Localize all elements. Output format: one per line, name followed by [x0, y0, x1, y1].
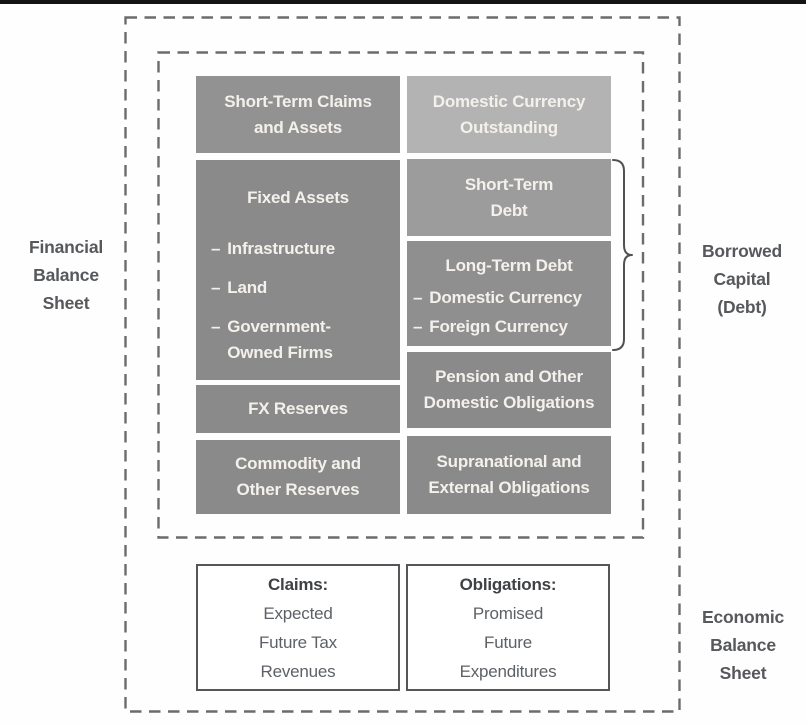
financial-balance-sheet-label: Financial Balance Sheet: [4, 233, 128, 317]
bullet-text: Government- Owned Firms: [227, 317, 333, 362]
label-line: Balance: [710, 635, 776, 655]
bullet-text: Infrastructure: [227, 239, 335, 258]
box-line: Domestic Currency: [432, 91, 586, 111]
bullet-text: Foreign Currency: [429, 317, 568, 336]
bullet-text: Land: [227, 278, 268, 297]
bullet-list: – Infrastructure – Land – Government- Ow…: [196, 223, 400, 366]
box-line: Supranational and: [436, 452, 582, 471]
bullet-text: Domestic Currency: [429, 288, 582, 307]
bullet-dash: –: [211, 278, 221, 297]
box-line: Domestic Obligations: [423, 393, 595, 412]
label-line: Borrowed: [701, 241, 783, 261]
box-line: Outstanding: [460, 117, 558, 137]
bullet-dash: –: [413, 288, 423, 307]
box-commodity-other-reserves: Commodity and Other Reserves: [196, 440, 400, 514]
box-line: Commodity and: [235, 454, 361, 473]
top-border-rule: [0, 0, 806, 4]
label-line: Capital: [713, 269, 771, 289]
box-line: Short-Term Claims: [224, 91, 372, 111]
box-line: Other Reserves: [236, 480, 360, 499]
bullet-item: – Infrastructure: [196, 223, 400, 262]
bullet-list: – Domestic Currency – Foreign Currency: [407, 282, 611, 340]
box-fx-reserves: FX Reserves: [196, 385, 400, 433]
box-heading: Obligations:: [459, 574, 557, 594]
box-line: Short-Term: [464, 174, 554, 194]
bullet-item: – Domestic Currency: [407, 282, 611, 311]
bullet-item: – Government- Owned Firms: [196, 301, 400, 366]
box-line: Revenues: [260, 661, 336, 681]
box-line: Debt: [490, 200, 528, 220]
box-long-term-debt: Long-Term Debt – Domestic Currency – For…: [407, 241, 611, 346]
box-heading: Claims:: [267, 574, 328, 594]
box-short-term-claims-assets: Short-Term Claims and Assets: [196, 76, 400, 153]
bullet-dash: –: [211, 317, 221, 336]
box-title: Fixed Assets: [247, 188, 349, 207]
label-line: Sheet: [719, 663, 767, 683]
box-pension-domestic-obligations: Pension and Other Domestic Obligations: [407, 352, 611, 428]
borrowed-capital-label: Borrowed Capital (Debt): [680, 237, 804, 321]
label-line: Sheet: [42, 293, 90, 313]
box-line: and Assets: [253, 117, 343, 137]
label-line: Balance: [33, 265, 99, 285]
box-line: Future: [484, 632, 532, 652]
box-supranational-external-obligations: Supranational and External Obligations: [407, 436, 611, 514]
economic-balance-sheet-label: Economic Balance Sheet: [681, 603, 805, 687]
box-fixed-assets: Fixed Assets – Infrastructure – Land – G…: [196, 160, 400, 380]
bullet-dash: –: [413, 317, 423, 336]
label-line: Financial: [28, 237, 104, 257]
box-domestic-currency-outstanding: Domestic Currency Outstanding: [407, 76, 611, 153]
bullet-dash: –: [211, 239, 221, 258]
box-line: External Obligations: [428, 478, 590, 497]
bullet-item: – Foreign Currency: [407, 311, 611, 340]
label-line: Economic: [701, 607, 785, 627]
box-line: Promised: [472, 603, 544, 623]
label-line: (Debt): [717, 297, 767, 317]
borrowed-capital-brace: [612, 159, 633, 351]
box-obligations-promised-expenditures: Obligations: Promised Future Expenditure…: [406, 564, 610, 691]
box-line: Expenditures: [459, 661, 557, 681]
box-line: Future Tax: [258, 632, 337, 652]
box-line: Expected: [263, 603, 333, 623]
box-line: Pension and Other: [435, 367, 583, 386]
bullet-item: – Land: [196, 262, 400, 301]
box-title: Long-Term Debt: [445, 256, 573, 275]
box-claims-expected-future-tax: Claims: Expected Future Tax Revenues: [196, 564, 400, 691]
box-short-term-debt: Short-Term Debt: [407, 159, 611, 236]
box-line: FX Reserves: [248, 399, 348, 418]
